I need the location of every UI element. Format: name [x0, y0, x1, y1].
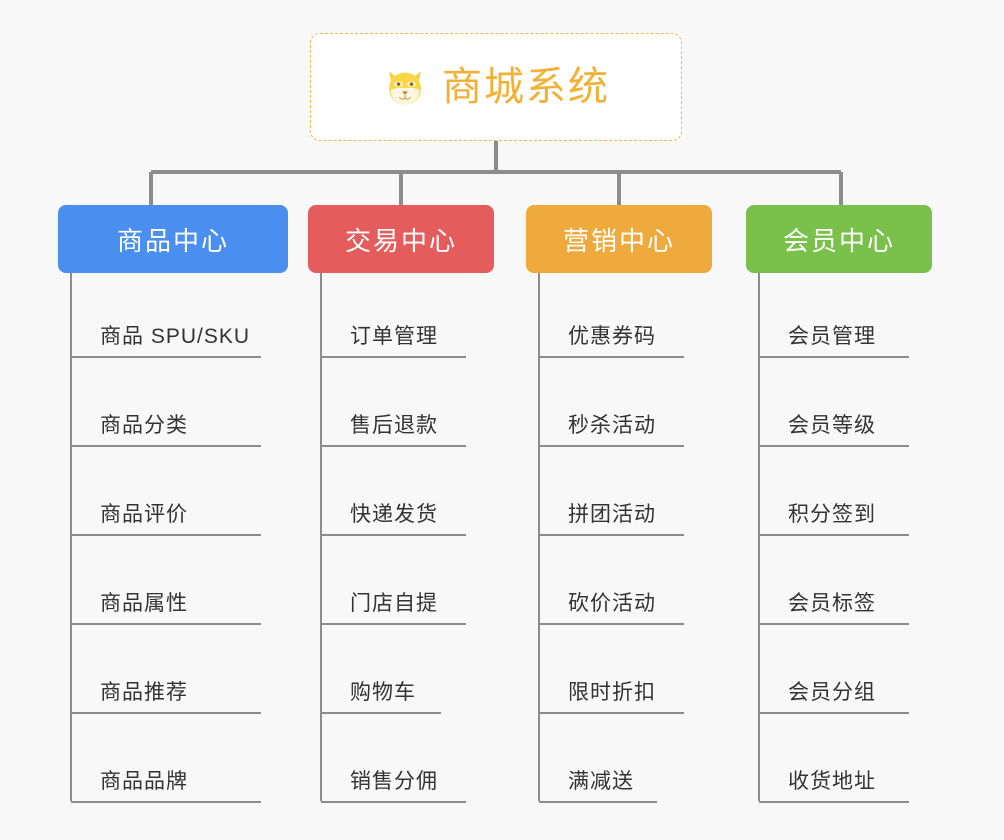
leaf-underline [71, 801, 261, 803]
leaf-label: 拼团活动 [568, 503, 656, 526]
column-header-marketing-center[interactable]: 营销中心 [526, 205, 712, 273]
leaf-item[interactable]: 商品分类 [58, 362, 288, 451]
leaf-item[interactable]: 商品 SPU/SKU [58, 273, 288, 362]
leaf-underline [71, 623, 261, 625]
leaf-underline [759, 801, 909, 803]
leaf-label: 快递发货 [350, 503, 438, 526]
leaf-label: 商品品牌 [100, 770, 188, 793]
leaf-label: 商品属性 [100, 592, 188, 615]
leaf-item[interactable]: 购物车 [308, 629, 494, 718]
leaf-item[interactable]: 销售分佣 [308, 718, 494, 807]
column-member-center: 会员中心 会员管理 会员等级 积分签到 会员标签 会员分组 [746, 205, 932, 807]
leaf-list-product-center: 商品 SPU/SKU 商品分类 商品评价 商品属性 商品推荐 商品品牌 [58, 273, 288, 807]
leaf-item[interactable]: 会员分组 [746, 629, 932, 718]
column-header-member-center[interactable]: 会员中心 [746, 205, 932, 273]
leaf-label: 售后退款 [350, 414, 438, 437]
leaf-label: 购物车 [350, 681, 416, 704]
leaf-underline [759, 356, 909, 358]
leaf-item[interactable]: 砍价活动 [526, 540, 712, 629]
leaf-item[interactable]: 拼团活动 [526, 451, 712, 540]
leaf-label: 会员标签 [788, 592, 876, 615]
leaf-underline [539, 534, 684, 536]
leaf-underline [71, 445, 261, 447]
leaf-item[interactable]: 商品品牌 [58, 718, 288, 807]
leaf-label: 商品分类 [100, 414, 188, 437]
leaf-underline [321, 445, 466, 447]
leaf-item[interactable]: 商品属性 [58, 540, 288, 629]
leaf-list-member-center: 会员管理 会员等级 积分签到 会员标签 会员分组 收货地址 [746, 273, 932, 807]
leaf-underline [759, 623, 909, 625]
leaf-label: 商品推荐 [100, 681, 188, 704]
leaf-label: 商品评价 [100, 503, 188, 526]
leaf-item[interactable]: 收货地址 [746, 718, 932, 807]
leaf-item[interactable]: 秒杀活动 [526, 362, 712, 451]
root-title: 商城系统 [442, 65, 610, 109]
leaf-label: 限时折扣 [568, 681, 656, 704]
leaf-label: 销售分佣 [350, 770, 438, 793]
leaf-underline [71, 534, 261, 536]
leaf-underline [539, 623, 684, 625]
leaf-label: 订单管理 [350, 325, 438, 348]
leaf-label: 砍价活动 [568, 592, 656, 615]
leaf-item[interactable]: 商品评价 [58, 451, 288, 540]
leaf-underline [759, 534, 909, 536]
leaf-item[interactable]: 会员等级 [746, 362, 932, 451]
leaf-underline [539, 445, 684, 447]
leaf-item[interactable]: 会员管理 [746, 273, 932, 362]
leaf-item[interactable]: 售后退款 [308, 362, 494, 451]
leaf-underline [539, 712, 684, 714]
leaf-underline [71, 712, 261, 714]
leaf-underline [321, 623, 466, 625]
leaf-underline [759, 445, 909, 447]
leaf-label: 会员等级 [788, 414, 876, 437]
leaf-underline [759, 712, 909, 714]
leaf-underline [539, 356, 684, 358]
leaf-label: 积分签到 [788, 503, 876, 526]
leaf-underline [321, 801, 466, 803]
leaf-label: 商品 SPU/SKU [100, 325, 251, 348]
shiba-dog-face-icon [389, 71, 421, 105]
leaf-item[interactable]: 满减送 [526, 718, 712, 807]
leaf-item[interactable]: 积分签到 [746, 451, 932, 540]
leaf-label: 满减送 [568, 770, 634, 793]
column-trade-center: 交易中心 订单管理 售后退款 快递发货 门店自提 购物车 [308, 205, 494, 807]
column-header-trade-center[interactable]: 交易中心 [308, 205, 494, 273]
column-marketing-center: 营销中心 优惠券码 秒杀活动 拼团活动 砍价活动 限时折扣 [526, 205, 712, 807]
leaf-item[interactable]: 商品推荐 [58, 629, 288, 718]
leaf-item[interactable]: 会员标签 [746, 540, 932, 629]
leaf-label: 会员管理 [788, 325, 876, 348]
column-product-center: 商品中心 商品 SPU/SKU 商品分类 商品评价 商品属性 商品推荐 [58, 205, 288, 807]
column-header-product-center[interactable]: 商品中心 [58, 205, 288, 273]
leaf-item[interactable]: 门店自提 [308, 540, 494, 629]
leaf-label: 会员分组 [788, 681, 876, 704]
root-node[interactable]: 商城系统 [310, 33, 682, 141]
leaf-label: 优惠券码 [568, 325, 656, 348]
leaf-list-trade-center: 订单管理 售后退款 快递发货 门店自提 购物车 销售分佣 [308, 273, 494, 807]
leaf-item[interactable]: 快递发货 [308, 451, 494, 540]
leaf-underline [71, 356, 261, 358]
leaf-list-marketing-center: 优惠券码 秒杀活动 拼团活动 砍价活动 限时折扣 满减送 [526, 273, 712, 807]
leaf-item[interactable]: 订单管理 [308, 273, 494, 362]
leaf-underline [321, 356, 466, 358]
leaf-underline [539, 801, 657, 803]
leaf-underline [321, 534, 466, 536]
leaf-underline [321, 712, 441, 714]
leaf-label: 门店自提 [350, 592, 438, 615]
leaf-label: 收货地址 [788, 770, 876, 793]
leaf-item[interactable]: 优惠券码 [526, 273, 712, 362]
leaf-item[interactable]: 限时折扣 [526, 629, 712, 718]
leaf-label: 秒杀活动 [568, 414, 656, 437]
